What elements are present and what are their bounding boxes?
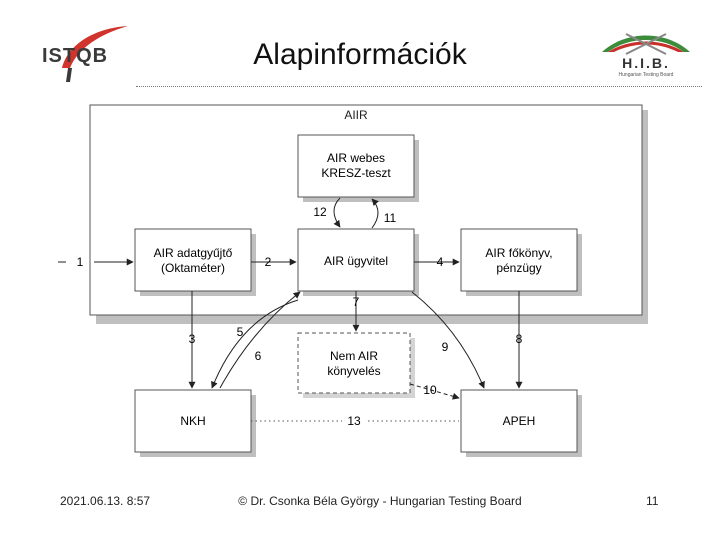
edge-11: [371, 198, 379, 229]
hib-logo-arc-red: [608, 41, 684, 52]
edge-9: [411, 291, 485, 389]
edge-12: [333, 197, 341, 228]
node-kresz-label-1: AIR webes: [327, 151, 385, 165]
edge-label-13: 13: [347, 414, 361, 428]
node-nkh-label: NKH: [180, 414, 205, 428]
footer-page-number: 11: [646, 494, 659, 508]
node-kresz-label-2: KRESZ-teszt: [321, 166, 391, 180]
istqb-logo-text: ISTQB: [42, 45, 108, 67]
footer-copyright: © Dr. Csonka Béla György - Hungarian Tes…: [238, 494, 522, 508]
hib-logo-cross: [625, 33, 667, 55]
footer-date: 2021.06.13. 8:57: [60, 494, 151, 508]
edge-label-10: 10: [423, 383, 437, 397]
istqb-logo: ISTQB: [42, 26, 128, 82]
edge-label-8: 8: [516, 332, 523, 346]
node-fokonyv: [460, 228, 578, 292]
node-adatgyujto: [134, 228, 252, 292]
node-nemair-label-1: Nem AIR: [330, 349, 378, 363]
edge-label-5: 5: [237, 325, 244, 339]
edge-label-2: 2: [265, 255, 272, 269]
edge-label-12: 12: [313, 205, 327, 219]
node-adatgyujto-label-2: (Oktaméter): [161, 261, 225, 275]
edge-label-9: 9: [442, 340, 449, 354]
node-ugyvitel-label: AIR ügyvitel: [324, 254, 388, 268]
node-kresz: [297, 134, 415, 198]
node-nemair-label-2: könyvelés: [327, 364, 380, 378]
istqb-logo-tail: [66, 68, 72, 82]
edge-6: [219, 291, 301, 389]
node-fokonyv-label-1: AIR főkönyv,: [485, 246, 552, 260]
node-apeh: [460, 389, 578, 453]
title-divider: [136, 86, 702, 87]
edge-label-13-bg: [342, 412, 366, 428]
istqb-logo-swoosh: [62, 26, 128, 68]
edge-label-6: 6: [255, 349, 262, 363]
edge-label-3: 3: [189, 332, 196, 346]
node-nemair: [297, 332, 411, 394]
node-fokonyv-label-2: pénzügy: [496, 261, 541, 275]
page-title: Alapinformációk: [253, 38, 467, 71]
hib-logo-subtext: Hungarian Testing Board: [619, 72, 674, 78]
edge-label-7: 7: [353, 295, 360, 309]
node-apeh-label: APEH: [503, 414, 536, 428]
edge-label-11: 11: [384, 211, 397, 225]
node-adatgyujto-label-1: AIR adatgyűjtő: [154, 246, 233, 260]
aiir-container-label: AIIR: [344, 108, 368, 122]
edge-10: [409, 383, 460, 400]
hib-logo: H.I.B. Hungarian Testing Board: [602, 33, 690, 78]
edge-label-1: 1: [77, 255, 84, 269]
hib-logo-arc-green: [602, 35, 690, 52]
hib-logo-text: H.I.B.: [622, 55, 670, 71]
edge-label-4: 4: [437, 255, 444, 269]
